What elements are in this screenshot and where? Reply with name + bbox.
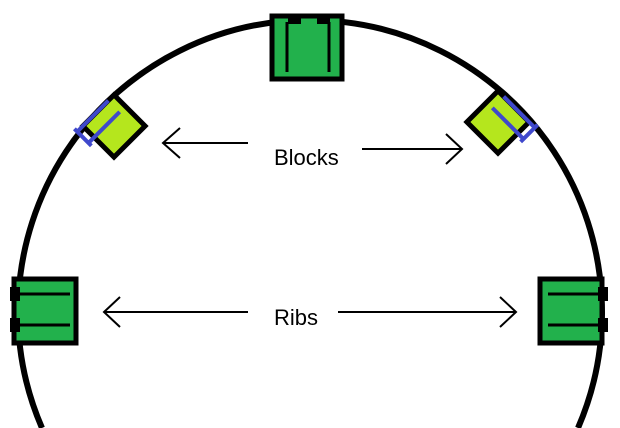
arrow-blocks-right bbox=[362, 133, 464, 165]
arrow-blocks-left bbox=[161, 127, 248, 159]
arrow-ribs-right bbox=[338, 296, 518, 328]
arrow-ribs-left bbox=[102, 296, 248, 328]
rib-right bbox=[537, 276, 608, 346]
rib-left bbox=[10, 276, 79, 346]
ribs-label: Ribs bbox=[274, 305, 319, 330]
blocks-label: Blocks bbox=[274, 145, 339, 170]
block-left bbox=[72, 91, 149, 161]
rib-top bbox=[269, 13, 345, 82]
block-right bbox=[463, 87, 540, 157]
